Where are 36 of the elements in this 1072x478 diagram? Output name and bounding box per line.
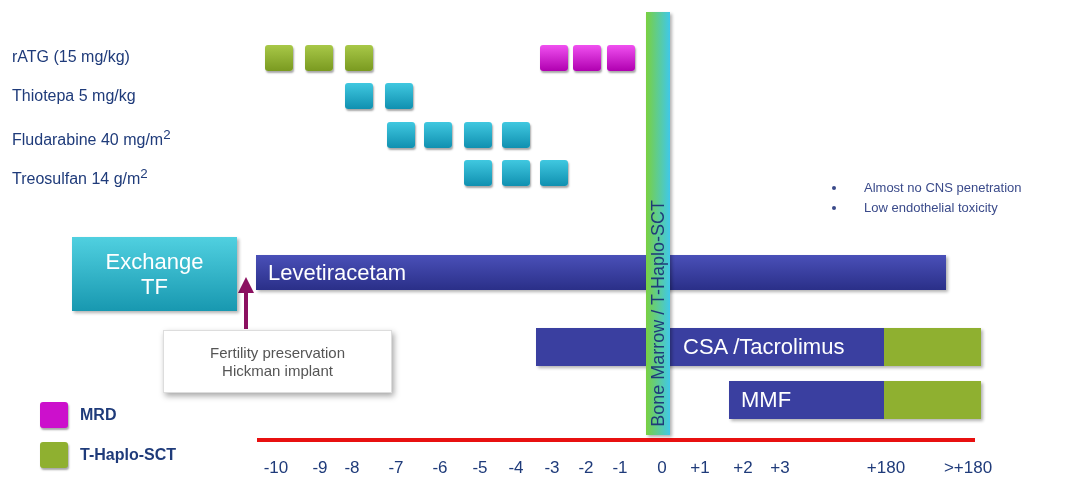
procedure-box (163, 330, 392, 393)
drug-label: Fludarabine 40 mg/m$^{2}$ (12, 127, 171, 150)
axis-tick-label: -7 (388, 458, 404, 478)
bar-label: Levetiracetam (268, 259, 407, 286)
axis-tick-label: -6 (432, 458, 448, 478)
bar-label: CSA /Tacrolimus (683, 334, 845, 360)
axis-tick-label: +1 (690, 458, 710, 478)
axis-tick-label: +2 (733, 458, 753, 478)
vertical-label: Bone Marrow / T-Haplo-SCT (647, 200, 669, 427)
bar-label: Exchange TF (104, 248, 205, 300)
drug-label: Thiotepa 5 mg/kg (12, 87, 136, 105)
axis-tick-label: -3 (544, 458, 560, 478)
bar-label: MMF (741, 387, 792, 413)
axis-tick-label: -1 (612, 458, 628, 478)
drug-label: Treosulfan 14 g/m$^{2}$ (12, 166, 148, 189)
arrow (238, 277, 254, 329)
axis-tick-label: -8 (344, 458, 360, 478)
bar-label: Fertility preservation (209, 344, 345, 362)
drug-bar (729, 381, 981, 419)
axis-tick-label: -10 (263, 458, 289, 478)
transplant-bar (646, 12, 670, 435)
note-text: Low endothelial toxicity (864, 200, 998, 215)
treatment-box (72, 237, 237, 311)
axis-tick-label: +3 (770, 458, 790, 478)
note-text: Almost no CNS penetration (864, 180, 1022, 195)
bar-label: Hickman implant (222, 361, 333, 379)
legend-label: T-Haplo-SCT (80, 446, 176, 464)
axis-tick-label: 0 (657, 458, 667, 478)
drug-label: rATG (15 mg/kg) (12, 48, 130, 66)
axis-tick-label: +180 (866, 458, 906, 478)
axis-tick-label: -4 (508, 458, 524, 478)
axis-tick-label: >+180 (943, 458, 993, 478)
legend-label: MRD (80, 406, 117, 424)
axis-tick-label: -9 (312, 458, 328, 478)
axis-tick-label: -2 (578, 458, 594, 478)
axis-tick-label: -5 (472, 458, 488, 478)
